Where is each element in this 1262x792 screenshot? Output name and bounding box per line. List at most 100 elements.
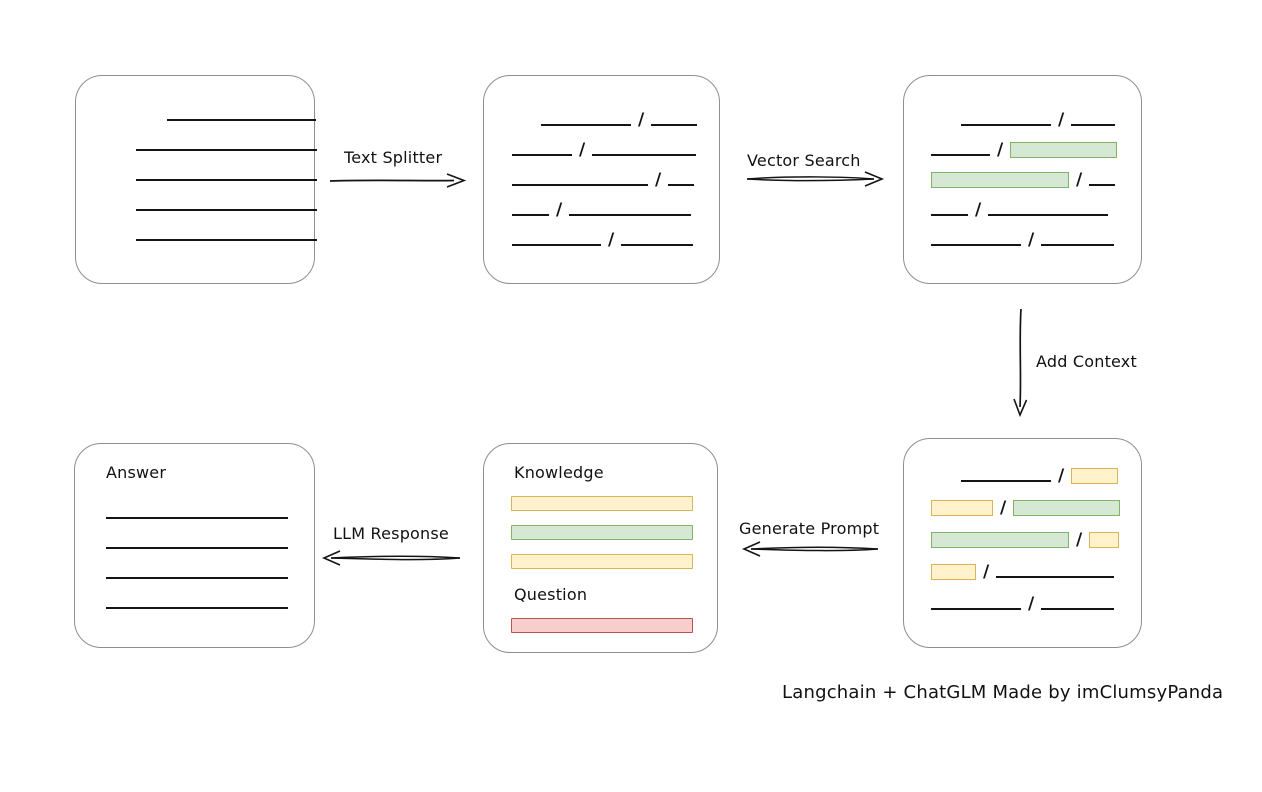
text-line-segment (1071, 124, 1116, 126)
split-chunks-node: / / / / / (483, 75, 720, 284)
question-label: Question (514, 585, 588, 604)
right-arrow-icon (329, 173, 467, 188)
text-line-segment (1041, 608, 1115, 610)
text-line (106, 547, 288, 549)
text-line-segment (931, 154, 990, 156)
text-line-segment (668, 184, 695, 186)
chunk-row: / (512, 139, 719, 160)
chunk-row: / (931, 561, 1141, 582)
slash-separator: / (1028, 230, 1035, 250)
generate-prompt-label: Generate Prompt (739, 519, 880, 538)
text-line-segment (621, 244, 694, 246)
document-node (75, 75, 317, 284)
chunk-row: / (512, 169, 719, 190)
chunk-row: / (931, 529, 1141, 550)
add-context-label: Add Context (1036, 352, 1137, 371)
left-arrow-icon (742, 541, 879, 557)
answer-label: Answer (106, 463, 167, 482)
slash-separator: / (975, 200, 982, 220)
slash-separator: / (638, 110, 645, 130)
text-line (106, 577, 288, 579)
text-line-segment (931, 244, 1021, 246)
knowledge-label: Knowledge (514, 463, 604, 482)
text-splitter-arrow (328, 169, 468, 191)
split-chunk-rows: / / / / / (512, 109, 719, 250)
context-chunk-rows: / / / / / (931, 465, 1141, 614)
text-line-segment (512, 154, 572, 156)
text-line (167, 119, 316, 121)
text-line-segment (651, 124, 698, 126)
text-line-segment (961, 124, 1051, 126)
text-line (106, 517, 288, 519)
slash-separator: / (1028, 594, 1035, 614)
yellow-chunk (1071, 468, 1119, 484)
down-arrow-icon (1013, 308, 1028, 418)
chunk-row: / (931, 109, 1141, 130)
chunk-row: / (512, 109, 719, 130)
vector-search-arrow (744, 167, 886, 191)
chunk-row: / (931, 497, 1141, 518)
right-arrow-icon (746, 171, 885, 187)
text-line-segment (1089, 184, 1116, 186)
text-line-segment (512, 244, 601, 246)
slash-separator: / (556, 200, 563, 220)
text-line-segment (988, 214, 1109, 216)
slash-separator: / (579, 140, 586, 160)
prompt-node: Knowledge Question (483, 443, 718, 653)
text-line-segment (512, 184, 648, 186)
text-line-segment (931, 608, 1021, 610)
text-line-segment (1041, 244, 1115, 246)
chunk-row: / (512, 199, 719, 220)
llm-response-label: LLM Response (333, 524, 449, 543)
yellow-chunk (1089, 532, 1120, 548)
text-line (106, 607, 288, 609)
knowledge-bars (511, 496, 693, 569)
yellow-chunk (931, 564, 976, 580)
text-splitter-label: Text Splitter (344, 148, 443, 167)
chunk-row: / (931, 593, 1141, 614)
yellow-chunk (931, 500, 993, 516)
chunk-row: / (931, 199, 1141, 220)
slash-separator: / (983, 562, 990, 582)
vector-search-label: Vector Search (747, 151, 861, 170)
slash-separator: / (655, 170, 662, 190)
chunk-row: / (931, 169, 1141, 190)
slash-separator: / (1076, 170, 1083, 190)
text-line-segment (996, 576, 1115, 578)
add-context-arrow (1008, 306, 1032, 418)
credit-text: Langchain + ChatGLM Made by imClumsyPand… (782, 682, 1224, 703)
text-line-segment (512, 214, 549, 216)
red-bar (511, 618, 693, 633)
yellow-bar (511, 496, 693, 511)
answer-lines (106, 517, 314, 609)
generate-prompt-arrow (741, 537, 881, 561)
green-chunk (1010, 142, 1118, 158)
text-line (136, 209, 317, 211)
green-chunk (1013, 500, 1121, 516)
llm-response-arrow (321, 546, 463, 570)
answer-node: Answer (74, 443, 315, 648)
slash-separator: / (1058, 110, 1065, 130)
text-line-segment (931, 214, 968, 216)
slash-separator: / (1076, 530, 1083, 550)
chunk-row: / (931, 465, 1141, 486)
question-bars (511, 618, 693, 633)
text-line-segment (961, 480, 1051, 482)
slash-separator: / (1058, 466, 1065, 486)
chunk-row: / (512, 229, 719, 250)
chunk-row: / (931, 139, 1141, 159)
green-bar (511, 525, 693, 540)
chunk-row: / (931, 229, 1141, 250)
slash-separator: / (608, 230, 615, 250)
green-chunk (931, 532, 1069, 548)
matched-chunk-rows: / / / / / (931, 109, 1141, 250)
green-chunk (931, 172, 1069, 188)
text-line (136, 239, 317, 241)
text-line-segment (592, 154, 697, 156)
context-chunks-node: / / / / / (903, 438, 1142, 648)
slash-separator: / (1000, 498, 1007, 518)
yellow-bar (511, 554, 693, 569)
left-arrow-icon (322, 550, 461, 566)
matched-chunks-node: / / / / / (903, 75, 1142, 284)
